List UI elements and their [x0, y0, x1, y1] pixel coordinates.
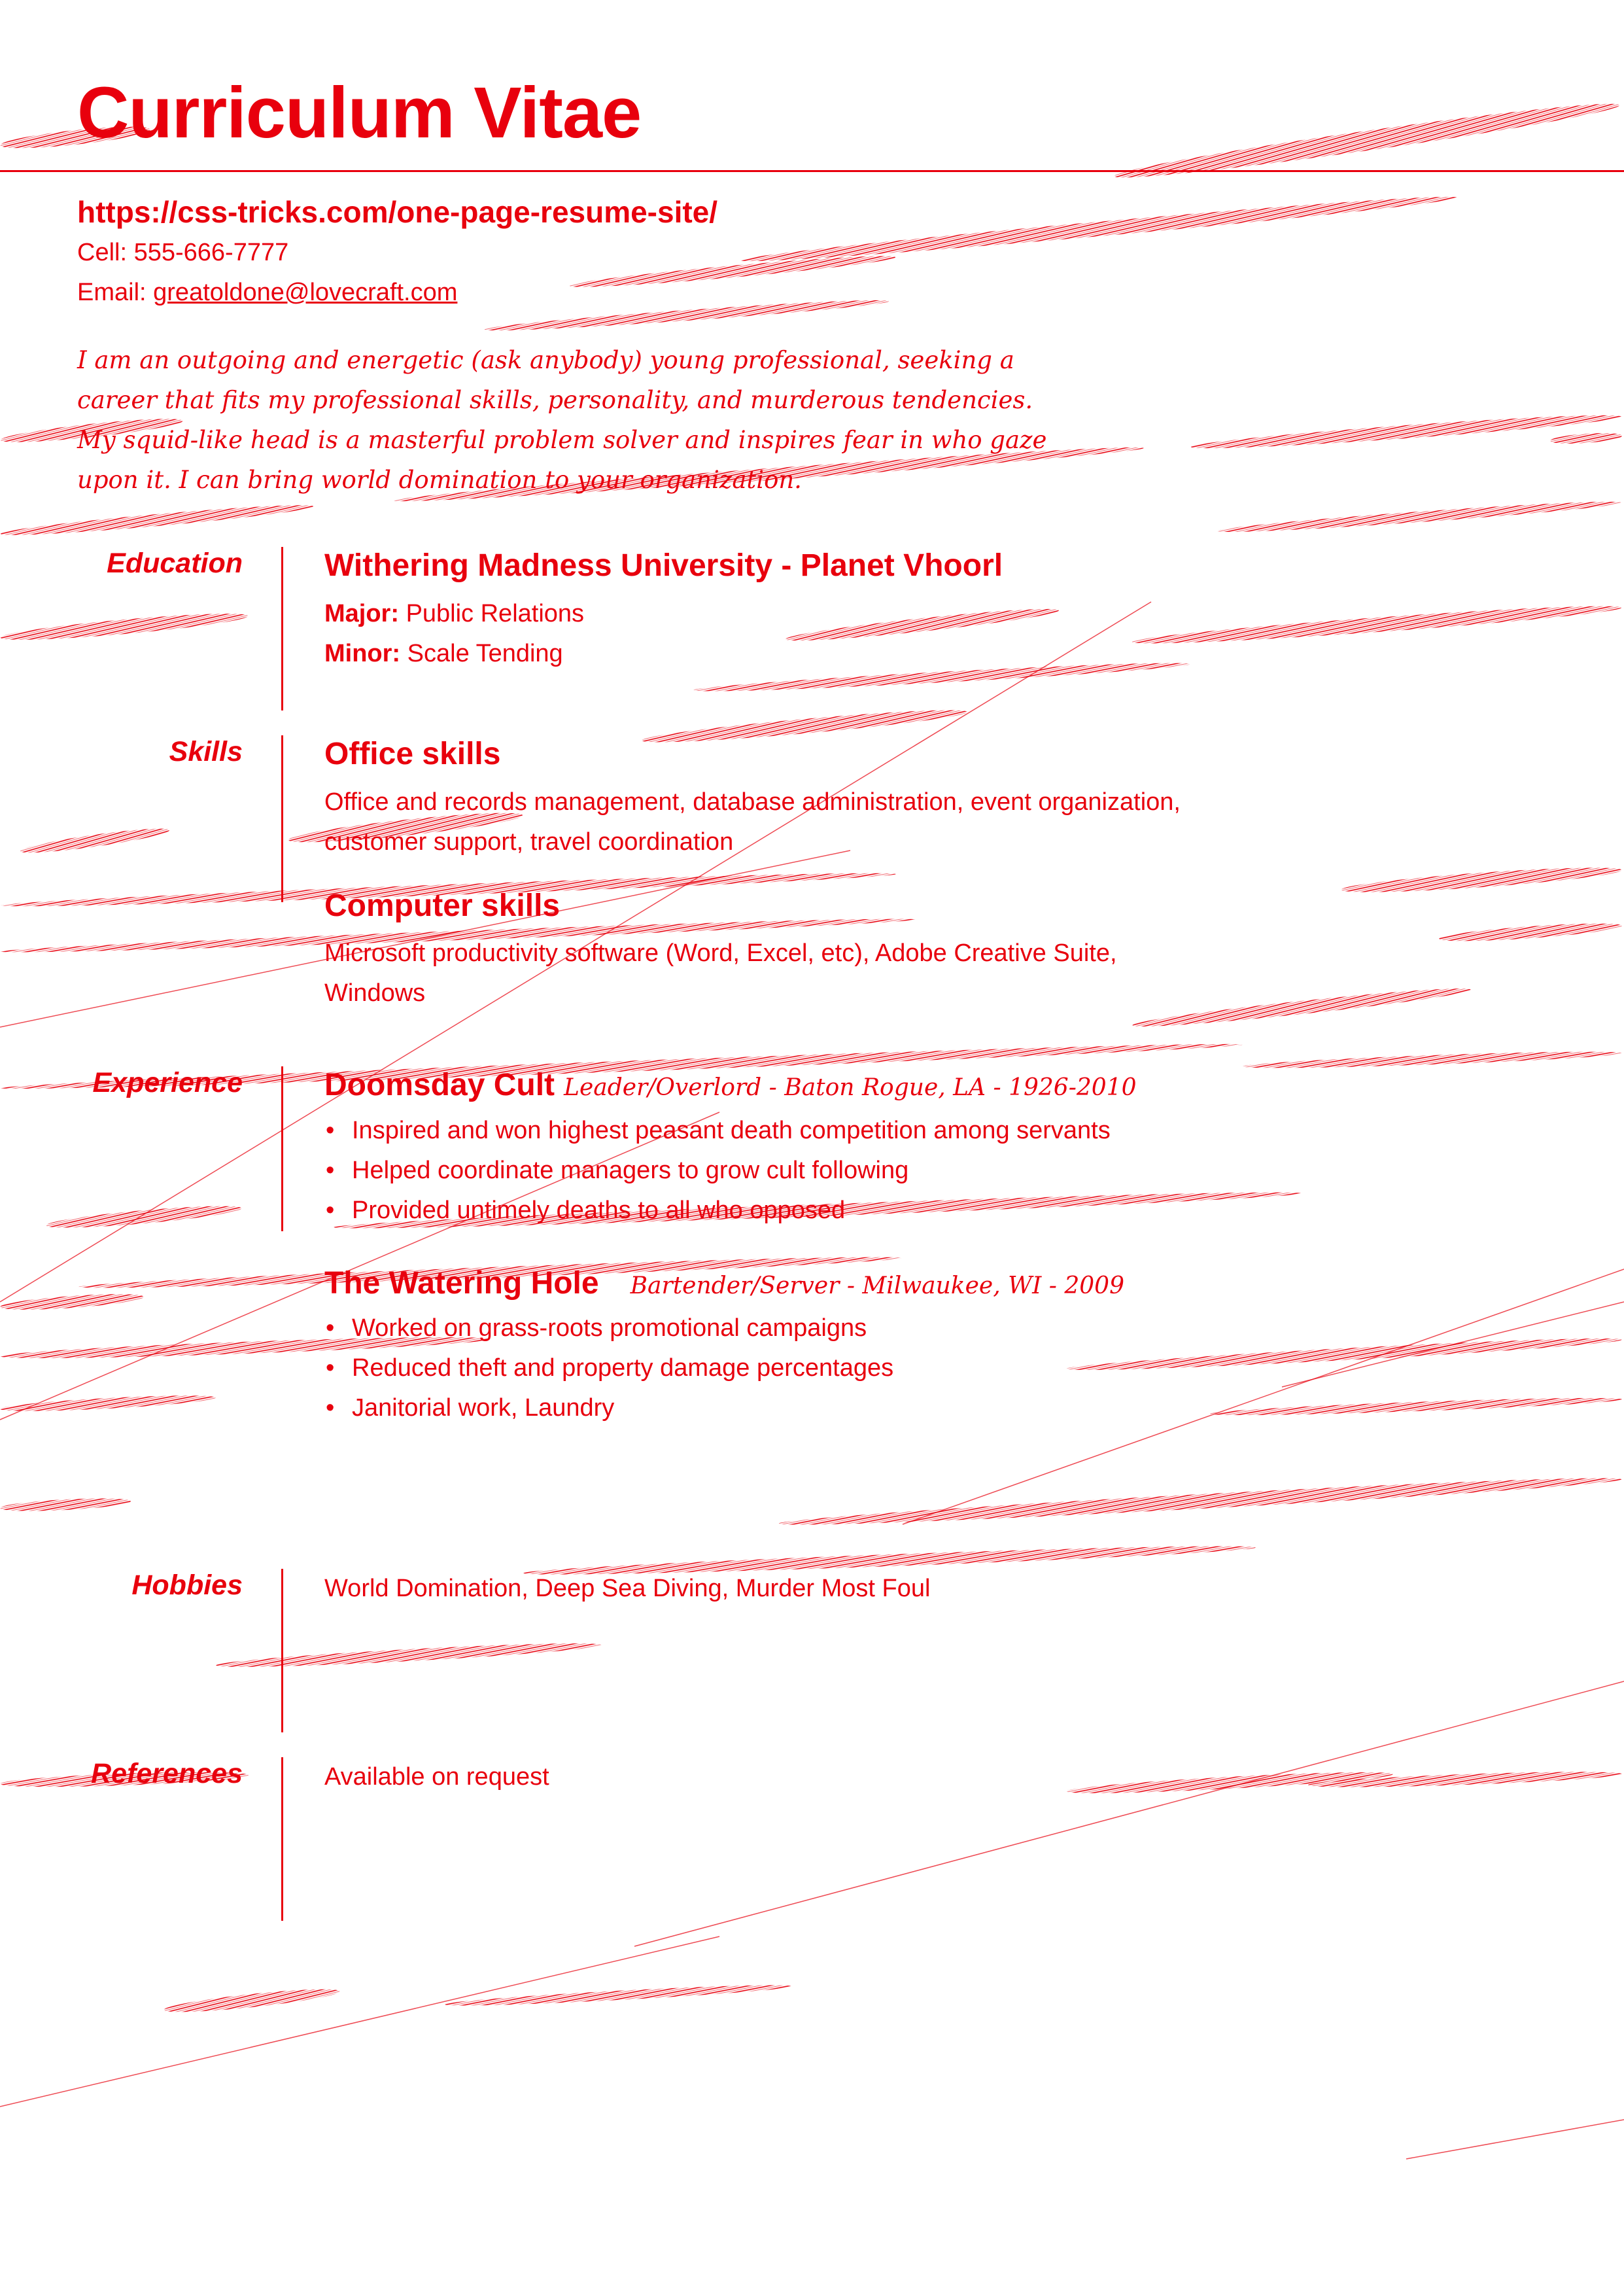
scribble-line — [1406, 2119, 1624, 2160]
section-label-experience: Experience — [92, 1067, 243, 1098]
major-line: Major: Public Relations — [324, 594, 1188, 634]
scribble-stroke — [778, 1478, 1622, 1525]
hobbies-body: World Domination, Deep Sea Diving, Murde… — [324, 1569, 1188, 1609]
scribble-stroke — [740, 196, 1457, 262]
job-bullet: Worked on grass-roots promotional campai… — [324, 1308, 1188, 1348]
major-label: Major: — [324, 599, 399, 627]
scribble-stroke — [1341, 867, 1622, 892]
page-title: Curriculum Vitae — [77, 73, 642, 153]
email-link[interactable]: greatoldone@lovecraft.com — [153, 279, 458, 306]
section-label-references: References — [91, 1758, 243, 1789]
cell-label: Cell: — [77, 239, 128, 266]
experience-body: Doomsday Cult Leader/Overlord - Baton Rog… — [324, 1066, 1188, 1428]
scribble-line — [1281, 1301, 1624, 1388]
scribble-stroke — [1190, 415, 1622, 449]
minor-value: Scale Tending — [407, 639, 563, 667]
job-bullet: Provided untimely deaths to all who oppo… — [324, 1191, 1188, 1231]
scribble-stroke — [0, 614, 249, 640]
section-label-hobbies: Hobbies — [131, 1569, 243, 1601]
computer-skills-text: Microsoft productivity software (Word, E… — [324, 939, 1117, 1007]
scribble-stroke — [46, 1206, 242, 1228]
school-name: Withering Madness University - Planet Vh… — [324, 548, 1003, 583]
job-bullet: Inspired and won highest peasant death c… — [324, 1111, 1188, 1151]
job-bullet: Reduced theft and property damage percen… — [324, 1348, 1188, 1388]
references-text: Available on request — [324, 1763, 549, 1791]
scribble-stroke — [1243, 1051, 1622, 1068]
skills-divider — [281, 735, 283, 902]
scribble-stroke — [1210, 1397, 1622, 1416]
major-value: Public Relations — [406, 599, 585, 627]
email-line: Email: greatoldone@lovecraft.com — [77, 273, 717, 313]
cell-value: 555-666-7777 — [133, 239, 289, 266]
minor-line: Minor: Scale Tending — [324, 634, 1188, 674]
office-skills-heading: Office skills — [324, 737, 501, 771]
cell-line: Cell: 555-666-7777 — [77, 233, 717, 273]
scribble-stroke — [216, 1643, 602, 1667]
section-label-skills: Skills — [169, 736, 243, 767]
section-label-education: Education — [107, 548, 243, 579]
scribble-line — [634, 1681, 1624, 1947]
computer-skills-heading: Computer skills — [324, 888, 561, 923]
job-bullet: Helped coordinate managers to grow cult … — [324, 1151, 1188, 1191]
job-company: Doomsday Cult — [324, 1068, 555, 1102]
scribble-stroke — [0, 1498, 131, 1511]
scribble-stroke — [1550, 433, 1622, 444]
scribble-stroke — [1132, 606, 1622, 644]
experience-divider — [281, 1066, 283, 1231]
scribble-stroke — [0, 1395, 216, 1411]
minor-label: Minor: — [324, 639, 401, 667]
title-divider — [0, 170, 1624, 172]
email-label: Email: — [77, 279, 147, 306]
scribble-stroke — [1114, 103, 1620, 178]
job-title: Leader/Overlord - Baton Rogue, LA - 1926… — [564, 1074, 1137, 1101]
job-bullets: Inspired and won highest peasant death c… — [324, 1111, 1188, 1231]
scribble-stroke — [0, 1294, 144, 1310]
objective-statement: I am an outgoing and energetic (ask anyb… — [77, 346, 1047, 494]
office-skills-text: Office and records management, database … — [324, 788, 1181, 856]
job-bullet: Janitorial work, Laundry — [324, 1388, 1188, 1428]
education-divider — [281, 547, 283, 710]
job-bullets: Worked on grass-roots promotional campai… — [324, 1308, 1188, 1428]
skills-body: Office skills Office and records managem… — [324, 735, 1188, 1013]
job-company: The Watering Hole — [324, 1265, 599, 1301]
job-heading: The Watering Hole Bartender/Server - Milw… — [324, 1265, 1188, 1303]
scribble-stroke — [1439, 923, 1622, 941]
scribble-stroke — [445, 1985, 791, 2006]
scribble-stroke — [1217, 501, 1622, 533]
contact-block: https://css-tricks.com/one-page-resume-s… — [77, 191, 717, 313]
scribble-stroke — [1308, 1772, 1622, 1787]
job-title: Bartender/Server - Milwaukee, WI - 2009 — [630, 1272, 1124, 1299]
scribble-stroke — [0, 505, 314, 535]
scribble-stroke — [164, 1989, 340, 2012]
references-body: Available on request — [324, 1757, 1188, 1797]
references-divider — [281, 1757, 283, 1921]
scribble-line — [0, 1936, 720, 2107]
education-body: Withering Madness University - Planet Vh… — [324, 547, 1188, 674]
hobbies-text: World Domination, Deep Sea Diving, Murde… — [324, 1575, 931, 1602]
website-link[interactable]: https://css-tricks.com/one-page-resume-s… — [77, 195, 718, 229]
hobbies-divider — [281, 1569, 283, 1732]
job-heading: Doomsday Cult Leader/Overlord - Baton Rog… — [324, 1066, 1188, 1104]
scribble-stroke — [20, 828, 169, 853]
